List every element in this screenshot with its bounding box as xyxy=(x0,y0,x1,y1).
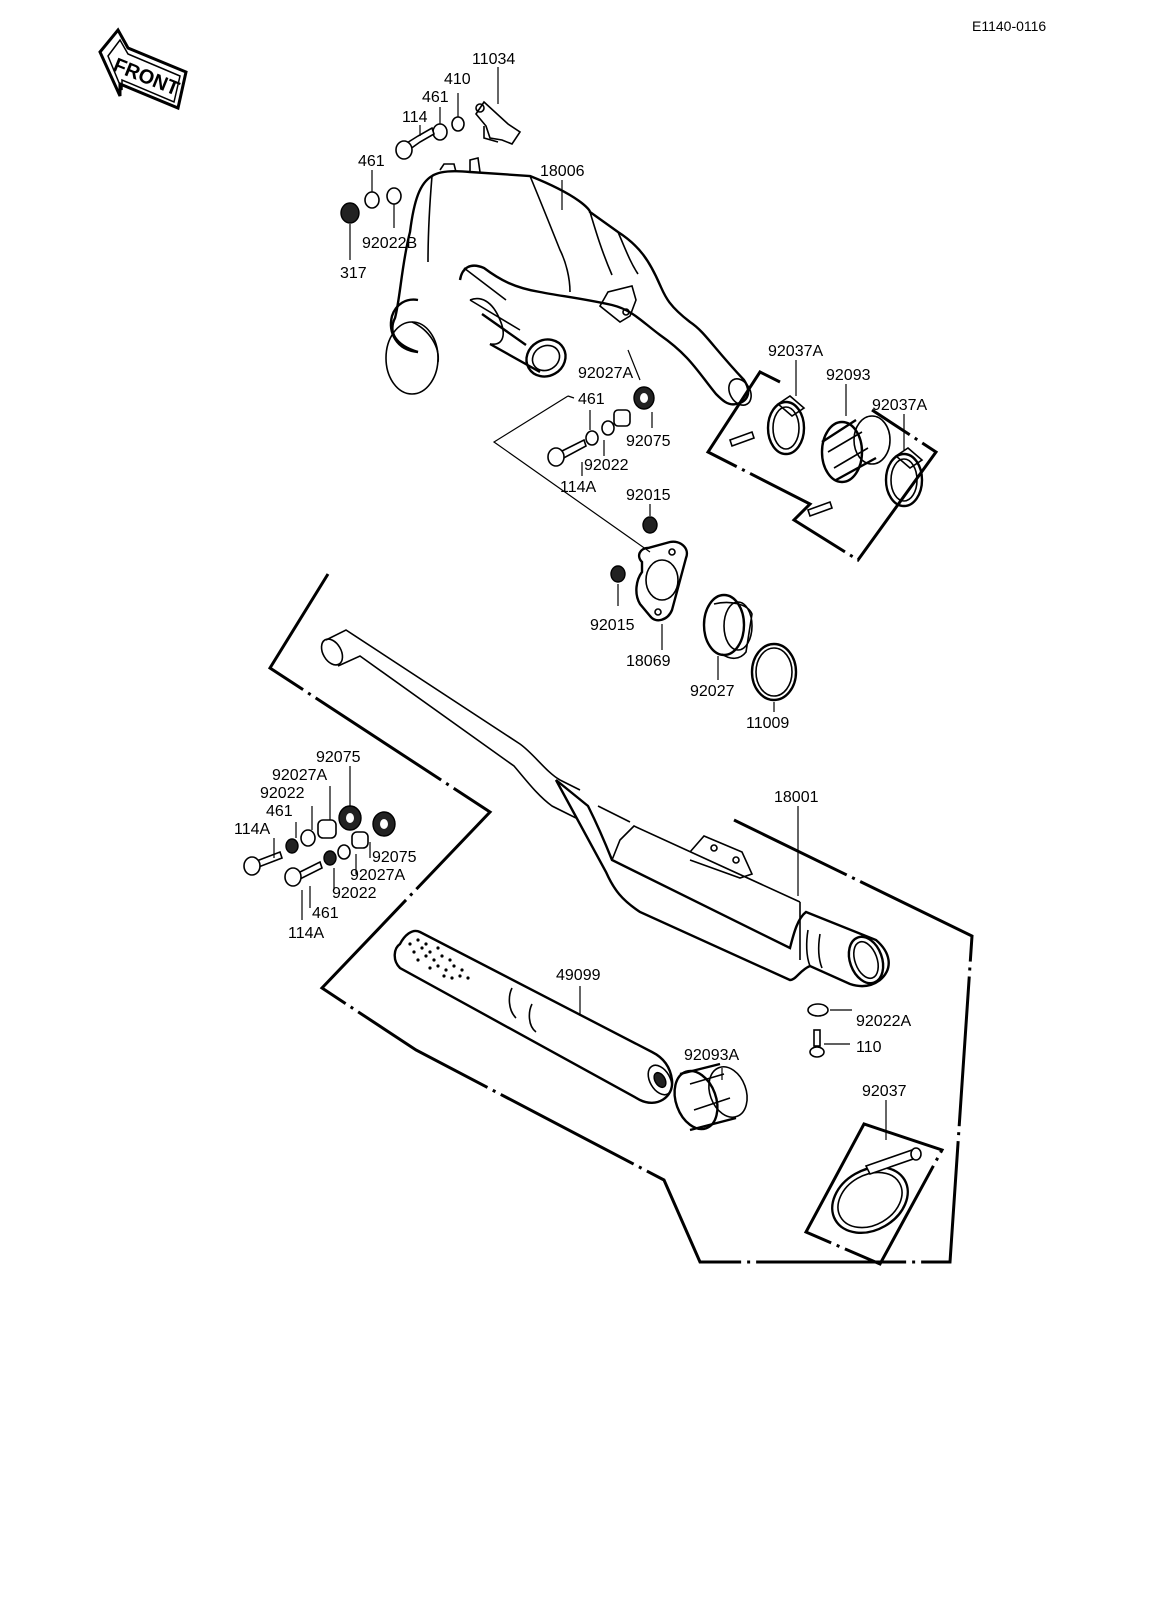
bolt-114A-c xyxy=(284,860,323,887)
callout-92027: 92027 xyxy=(690,683,735,700)
callout-92075-b: 92075 xyxy=(316,749,361,766)
callout-92075-c: 92075 xyxy=(372,849,417,866)
silencer-49099 xyxy=(393,929,674,1104)
callout-18069: 18069 xyxy=(626,653,671,670)
muffler-18001 xyxy=(320,629,890,988)
washer-461-b xyxy=(364,191,380,209)
clamp-92037 xyxy=(831,1147,922,1234)
washer-92022A xyxy=(807,1003,829,1017)
callout-11009: 11009 xyxy=(746,715,789,732)
bolt-114 xyxy=(395,126,435,160)
collar-92027A-a xyxy=(613,409,631,427)
front-arrow-icon: FRONT xyxy=(98,27,188,111)
callout-114A-b: 114A xyxy=(234,821,271,838)
diagram-code: E1140-0116 xyxy=(972,18,1046,34)
bracket-11034 xyxy=(475,100,522,145)
washer-92022-c xyxy=(337,844,351,860)
callout-110: 110 xyxy=(856,1039,882,1056)
collar-92027A-c xyxy=(351,831,369,849)
callout-461-d: 461 xyxy=(266,803,293,820)
bolt-114A-b xyxy=(243,850,284,876)
clamp-92037A-a xyxy=(728,394,806,456)
washer-461-e xyxy=(323,850,337,866)
clamp-92037A-b xyxy=(806,446,924,518)
leader-group-flange xyxy=(492,395,651,553)
callout-92037A-b: 92037A xyxy=(872,397,927,414)
muffler-box xyxy=(267,573,974,1264)
nut-92015-a xyxy=(642,516,658,534)
mount-bolt-114A-a xyxy=(547,438,587,467)
callout-317: 317 xyxy=(340,265,367,282)
callout-92027A-c: 92027A xyxy=(350,867,405,884)
callout-461-c: 461 xyxy=(578,391,605,408)
bolt-110 xyxy=(809,1029,825,1058)
nut-317 xyxy=(340,202,360,224)
gasket-ring-11009 xyxy=(750,642,798,702)
joint-92093 xyxy=(820,415,891,484)
callout-18006: 18006 xyxy=(540,163,585,180)
callout-92022-c: 92022 xyxy=(332,885,377,902)
washer-92022B xyxy=(386,187,402,205)
callout-92022A: 92022A xyxy=(856,1013,911,1030)
flange-18069 xyxy=(635,540,689,622)
callout-92015-a: 92015 xyxy=(626,487,671,504)
callout-92075-a: 92075 xyxy=(626,433,671,450)
gasket-92027 xyxy=(702,593,753,660)
callout-92022-a: 92022 xyxy=(584,457,629,474)
callout-92093: 92093 xyxy=(826,367,871,384)
washer-461-a xyxy=(432,123,448,141)
callout-114: 114 xyxy=(402,109,428,126)
grommet-92075-c xyxy=(372,811,396,837)
callout-92022B: 92022B xyxy=(362,235,417,252)
callout-92093A: 92093A xyxy=(684,1047,739,1064)
callout-11034: 11034 xyxy=(472,51,515,68)
callout-labels: 11034 410 461 114 461 18006 92022B 317 9… xyxy=(234,51,927,1100)
callout-92022-b: 92022 xyxy=(260,785,305,802)
perforation-pattern xyxy=(408,938,470,980)
callout-114A-a: 114A xyxy=(560,479,597,496)
callout-461-a: 461 xyxy=(422,89,449,106)
nut-92015-b xyxy=(610,565,626,583)
callout-114A-c: 114A xyxy=(288,925,325,942)
leader-lines xyxy=(273,67,905,1140)
clamp-box-lower xyxy=(803,1122,945,1266)
callout-92037: 92037 xyxy=(862,1083,907,1100)
callout-49099: 49099 xyxy=(556,967,601,984)
callout-92037A-a: 92037A xyxy=(768,343,823,360)
grommet-92075-a xyxy=(633,386,655,410)
callout-461-e: 461 xyxy=(312,905,339,922)
callout-18001: 18001 xyxy=(774,789,819,806)
washer-92022-a xyxy=(601,420,615,436)
expansion-chamber xyxy=(385,157,752,406)
clamp-box-upper xyxy=(705,370,939,563)
washer-461-c xyxy=(585,430,599,446)
callout-461-b: 461 xyxy=(358,153,385,170)
grommet-92075-b xyxy=(338,805,362,831)
callout-92015-b: 92015 xyxy=(590,617,635,634)
callout-92027A-a: 92027A xyxy=(578,365,633,382)
washer-92022-b xyxy=(300,829,316,847)
callout-92027A-b: 92027A xyxy=(272,767,327,784)
joint-92093A xyxy=(673,1062,748,1132)
washer-410 xyxy=(451,116,465,132)
callout-410: 410 xyxy=(444,71,471,88)
washer-461-d xyxy=(285,838,299,854)
collar-92027A-b xyxy=(317,819,337,839)
